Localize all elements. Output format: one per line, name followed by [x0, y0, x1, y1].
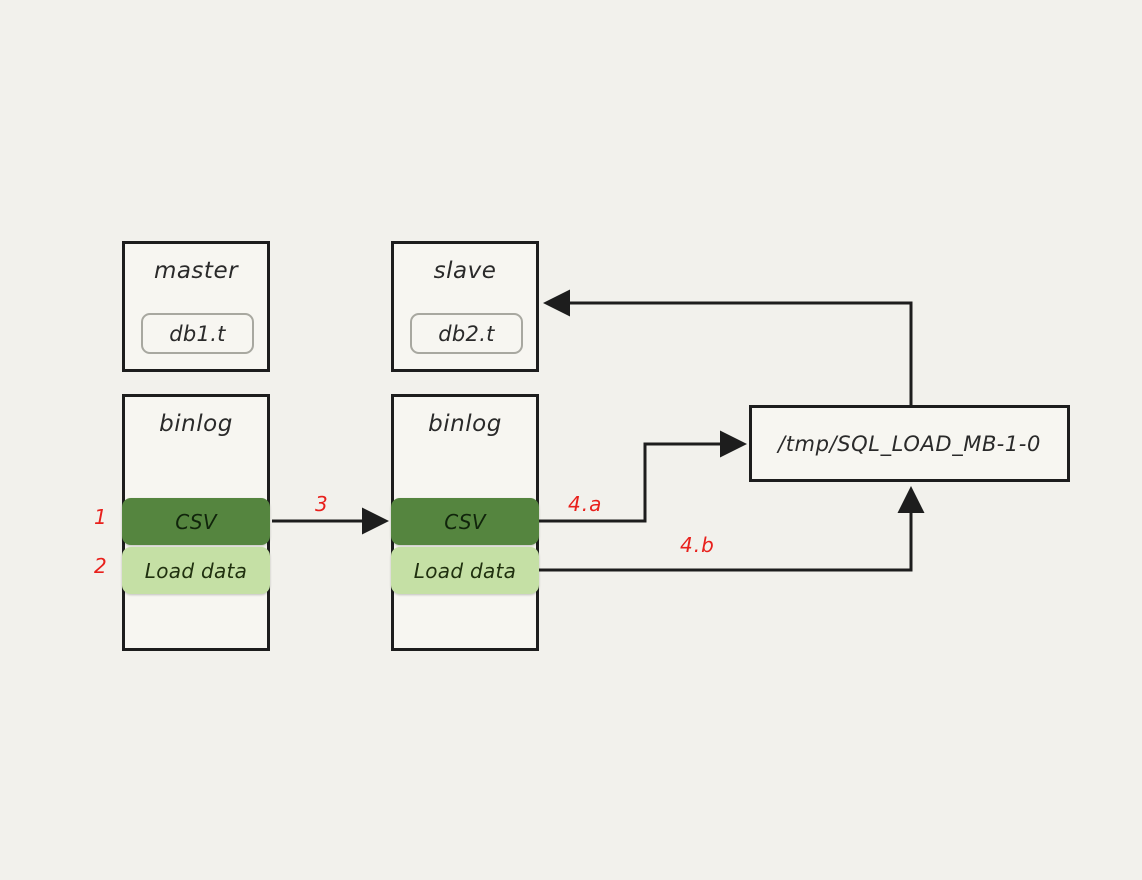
master-binlog-load-data-label: Load data	[144, 558, 248, 583]
step-label-4b: 4.b	[680, 533, 715, 557]
step-label-4a: 4.a	[568, 492, 603, 516]
connector-tempfile-to-slave	[543, 289, 913, 405]
slave-db-label: db2.t	[438, 321, 495, 346]
master-title: master	[153, 258, 239, 284]
slave-db-pill[interactable]: db2.t	[410, 313, 523, 354]
slave-binlog-title: binlog	[428, 411, 502, 437]
slave-title: slave	[433, 258, 497, 284]
master-binlog-title: binlog	[159, 411, 233, 437]
slave-binlog-load-data-event[interactable]: Load data	[391, 547, 539, 594]
connector-loaddata-to-tempfile	[539, 486, 925, 572]
step-label-3: 3	[315, 492, 329, 516]
slave-binlog-csv-event[interactable]: CSV	[391, 498, 539, 545]
master-binlog-csv-label: CSV	[175, 509, 217, 534]
step-label-1: 1	[94, 505, 108, 529]
master-db-label: db1.t	[169, 321, 226, 346]
master-db-pill[interactable]: db1.t	[141, 313, 254, 354]
master-binlog-load-data-event[interactable]: Load data	[122, 547, 270, 594]
master-binlog-csv-event[interactable]: CSV	[122, 498, 270, 545]
step-label-2: 2	[94, 554, 108, 578]
slave-binlog-load-data-label: Load data	[413, 558, 517, 583]
temp-file-node[interactable]: /tmp/SQL_LOAD_MB-1-0	[749, 405, 1070, 482]
slave-binlog-csv-label: CSV	[444, 509, 486, 534]
temp-file-label: /tmp/SQL_LOAD_MB-1-0	[778, 431, 1041, 456]
connector-csv-to-tempfile	[539, 430, 747, 523]
